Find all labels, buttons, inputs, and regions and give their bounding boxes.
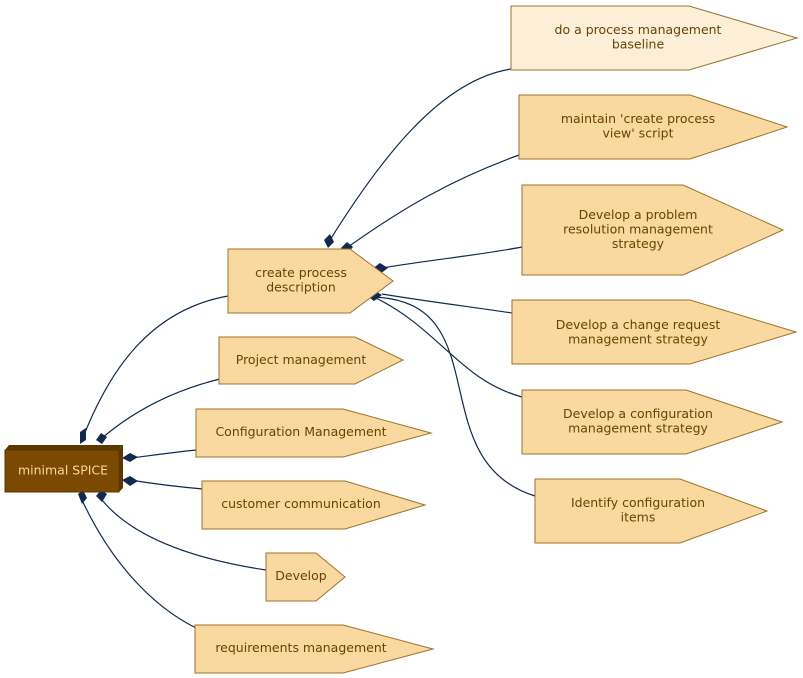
- root-node-side: [119, 445, 123, 492]
- marker-diamond: [80, 428, 86, 444]
- node-label: customer communication: [221, 496, 381, 511]
- node-shape: [265, 552, 346, 602]
- node-configuration-management[interactable]: Configuration Management: [195, 408, 433, 458]
- edge-config-strategy: [375, 297, 523, 398]
- edge-change-strategy: [381, 293, 513, 314]
- node-shape: [521, 184, 785, 276]
- node-shape: [534, 478, 769, 544]
- edge-maintain-script: [347, 154, 520, 248]
- node-shape: [195, 408, 433, 458]
- edges: [81, 68, 536, 629]
- node-shape: [218, 336, 405, 385]
- root-node-top: [5, 445, 123, 450]
- node-customer-communication[interactable]: customer communication: [201, 480, 427, 530]
- marker-diamond: [96, 490, 107, 502]
- marker-diamond: [78, 490, 87, 504]
- node-shape: [194, 624, 435, 674]
- marker-diamond: [122, 453, 138, 462]
- edge-identify-items: [371, 296, 536, 497]
- edge-project-management: [101, 378, 221, 439]
- node-label: Project management: [236, 352, 367, 367]
- root-node-face: [4, 449, 120, 493]
- marker-diamond: [122, 476, 138, 486]
- marker-diamond: [324, 234, 334, 248]
- edge-develop: [101, 499, 267, 571]
- node-label: Develop: [275, 568, 327, 583]
- node-label: Configuration Management: [215, 424, 386, 439]
- node-shape: [510, 5, 799, 71]
- node-shape: [227, 248, 394, 314]
- node-requirements-management[interactable]: requirements management: [194, 624, 435, 674]
- edge-customer-communication: [129, 479, 204, 490]
- root-node[interactable]: minimal SPICE: [4, 445, 123, 493]
- root-node-label: minimal SPICE: [18, 463, 108, 478]
- edge-configuration-management: [131, 449, 198, 459]
- edge-create-process: [83, 295, 229, 436]
- node-shape: [521, 389, 784, 455]
- node-shape: [518, 94, 789, 160]
- node-develop[interactable]: Develop: [265, 552, 346, 602]
- node-shape: [511, 299, 798, 365]
- node-project-management[interactable]: Project management: [218, 336, 405, 385]
- node-shape: [201, 480, 427, 530]
- edge-baseline: [329, 68, 512, 241]
- edge-requirements-management: [81, 499, 197, 629]
- marker-diamond: [96, 433, 107, 444]
- edge-problem-strategy: [381, 246, 523, 269]
- node-label: requirements management: [215, 640, 386, 655]
